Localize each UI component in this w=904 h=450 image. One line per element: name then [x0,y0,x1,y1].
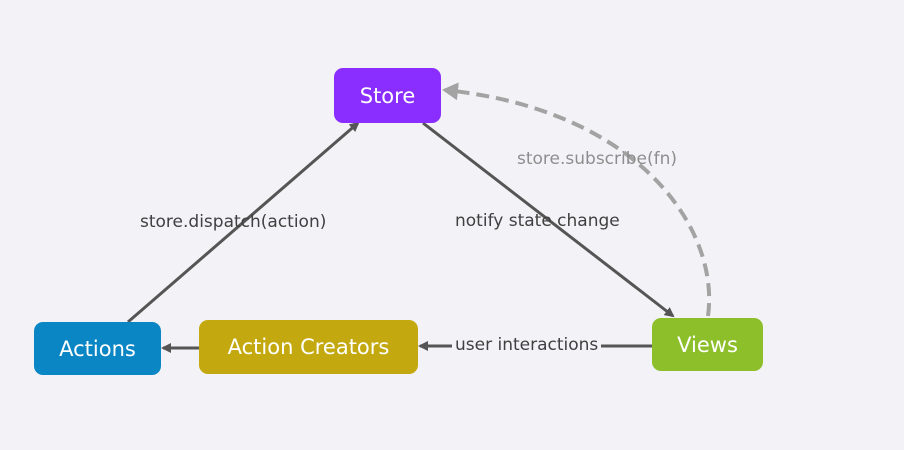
subscribe-edge-label: store.subscribe(fn) [517,149,678,169]
user-interactions-edge-label: user interactions [452,337,602,354]
action-creators-node: Action Creators [199,320,418,374]
notify-edge-label: notify state change [455,211,620,231]
actions-node: Actions [34,322,161,375]
views-node: Views [652,318,763,371]
store-node: Store [334,68,441,123]
store-node-label: Store [359,83,416,108]
action-creators-node-label: Action Creators [227,335,390,359]
actions-node-label: Actions [59,336,136,361]
arrow-dispatch [127,121,360,324]
dispatch-edge-label: store.dispatch(action) [140,212,327,232]
arrow-subscribe [442,82,712,317]
arrow-notify-state-change [422,121,675,318]
views-node-label: Views [677,332,738,357]
